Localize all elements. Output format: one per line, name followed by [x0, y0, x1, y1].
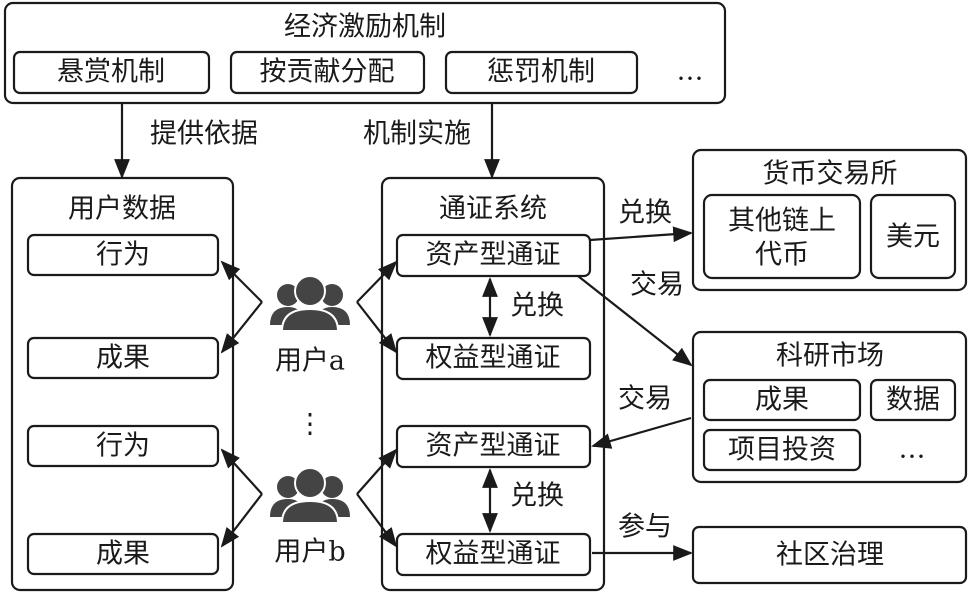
other-tokens-line1: 其他链上 — [728, 206, 836, 237]
token-item: 资产型通证 — [426, 431, 561, 462]
user-connectors — [220, 260, 398, 548]
basis-label: 提供依据 — [150, 119, 258, 150]
incentive-title: 经济激励机制 — [284, 12, 446, 43]
currency-exchange-title: 货币交易所 — [763, 159, 898, 190]
research-market-box: 科研市场 成果 数据 项目投资 … — [691, 330, 968, 484]
token-item: 权益型通证 — [426, 343, 561, 374]
currency-exchange-box: 货币交易所 其他链上 代币 美元 — [691, 148, 968, 292]
trade-from-market-label: 交易 — [618, 384, 672, 415]
other-tokens-line2: 代币 — [755, 240, 809, 271]
incentive-mechanism-box: 经济激励机制 悬赏机制 按贡献分配 惩罚机制 … — [3, 1, 727, 105]
user-data-box: 用户数据 行为 成果 行为 成果 — [10, 176, 235, 592]
research-item: 数据 — [886, 385, 940, 416]
token-system-box: 通证系统 资产型通证 权益型通证 资产型通证 权益型通证 — [380, 176, 606, 592]
token-system-title: 通证系统 — [439, 194, 547, 225]
incentive-item: 按贡献分配 — [260, 57, 395, 88]
user-data-title: 用户数据 — [68, 194, 176, 225]
trade-to-market-label: 交易 — [630, 270, 684, 301]
user-data-item: 行为 — [96, 431, 150, 462]
token-item: 资产型通证 — [426, 240, 561, 271]
exchange-label: 兑换 — [510, 291, 564, 322]
incentive-item: 惩罚机制 — [487, 57, 595, 88]
users-group-icon — [269, 275, 351, 332]
research-ellipsis: … — [899, 434, 926, 465]
user-data-item: 行为 — [96, 240, 150, 271]
governance-title: 社区治理 — [776, 540, 884, 571]
token-item: 权益型通证 — [426, 539, 561, 570]
incentive-item: 悬赏机制 — [57, 57, 165, 88]
user-a-label: 用户a — [275, 346, 345, 377]
user-data-item: 成果 — [96, 539, 150, 570]
research-item: 项目投资 — [728, 435, 836, 466]
exchange-currency-arrow — [589, 226, 693, 243]
exchange-label: 兑换 — [510, 481, 564, 512]
implement-label: 机制实施 — [363, 119, 471, 150]
research-item: 成果 — [755, 385, 809, 416]
users-group-icon — [269, 467, 351, 524]
participate-label: 参与 — [618, 512, 672, 543]
exchange-currency-label: 兑换 — [618, 198, 672, 229]
research-market-title: 科研市场 — [776, 341, 884, 372]
trade-to-market-arrow — [577, 275, 693, 367]
user-data-item: 成果 — [96, 343, 150, 374]
usd-item: 美元 — [886, 222, 940, 253]
community-governance-box: 社区治理 — [691, 525, 968, 585]
trade-from-market-arrow — [591, 416, 692, 449]
incentive-ellipsis: … — [677, 56, 704, 87]
users-ellipsis: ⋮ — [297, 409, 324, 440]
user-b-label: 用户b — [274, 537, 345, 568]
